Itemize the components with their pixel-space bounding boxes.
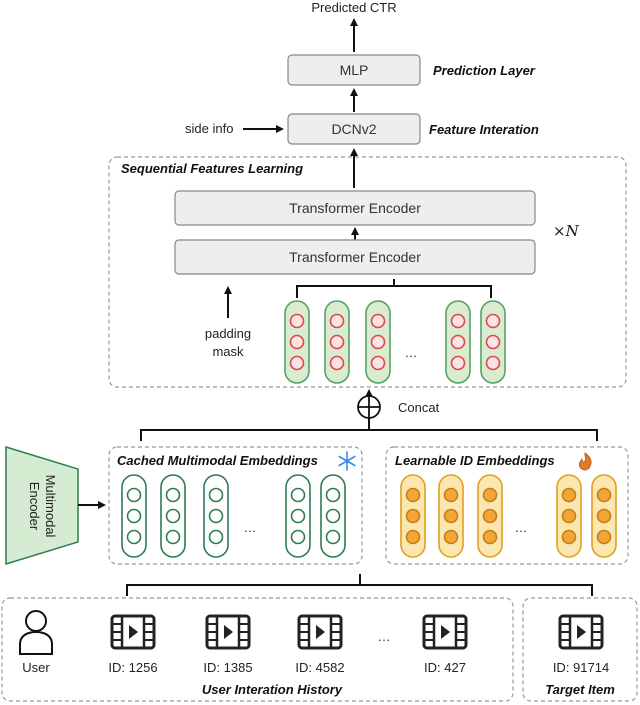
sequential-features-panel — [108, 156, 627, 388]
prediction-layer-label: Prediction Layer — [433, 63, 536, 78]
video-icon — [110, 614, 156, 650]
embedding-unit — [165, 508, 181, 524]
embedding-unit — [450, 334, 466, 350]
learnable-ellipsis: … — [515, 520, 528, 535]
padding-mask-line2: mask — [212, 344, 244, 359]
embedding-unit — [289, 355, 305, 371]
side-info-label: side info — [185, 121, 233, 136]
repeat-n-label: ×N — [553, 222, 580, 240]
embedding-unit — [405, 487, 421, 503]
cached-embeddings-title: Cached Multimodal Embeddings — [117, 453, 318, 468]
seq-ellipsis: … — [405, 345, 418, 360]
cached-ellipsis: … — [244, 520, 257, 535]
embedding-unit — [290, 508, 306, 524]
embedding-unit — [405, 508, 421, 524]
embedding-unit — [289, 313, 305, 329]
embedding-unit — [290, 529, 306, 545]
bracket-concat — [140, 418, 598, 441]
embedding-unit — [208, 529, 224, 545]
embedding-unit — [561, 487, 577, 503]
user-history-panel — [1, 597, 514, 702]
embedding-unit — [482, 487, 498, 503]
embedding-unit — [450, 313, 466, 329]
learnable-embeddings-panel — [385, 446, 629, 565]
multimodal-encoder-line2: Encoder — [27, 482, 42, 531]
user-history-title: User Interation History — [202, 682, 343, 697]
history-item-id: ID: 1256 — [108, 660, 157, 675]
embedding-unit — [370, 313, 386, 329]
embedding-unit — [596, 487, 612, 503]
padding-mask-line1: padding — [205, 326, 251, 341]
embedding-unit — [443, 508, 459, 524]
user-label: User — [22, 660, 50, 675]
dcnv2-label: DCNv2 — [331, 121, 376, 137]
learnable-embeddings-title: Learnable ID Embeddings — [395, 453, 555, 468]
fire-icon — [578, 452, 592, 471]
embedding-unit — [325, 508, 341, 524]
embedding-unit — [370, 355, 386, 371]
multimodal-encoder — [5, 445, 79, 566]
embedding-unit — [485, 334, 501, 350]
target-item-panel — [522, 597, 638, 702]
embedding-unit — [289, 334, 305, 350]
user-icon — [19, 610, 53, 655]
embedding-unit — [485, 313, 501, 329]
embedding-unit — [126, 508, 142, 524]
target-item-id: ID: 91714 — [553, 660, 609, 675]
embedding-unit — [126, 529, 142, 545]
mlp-label: MLP — [340, 62, 369, 78]
video-icon — [297, 614, 343, 650]
cached-embedding-pills — [121, 474, 346, 558]
embedding-unit — [290, 487, 306, 503]
feature-interaction-label: Feature Interation — [429, 122, 539, 137]
embedding-unit — [443, 487, 459, 503]
transformer-encoder-top — [174, 190, 536, 226]
embedding-unit — [208, 508, 224, 524]
embedding-unit — [596, 529, 612, 545]
embedding-unit — [482, 529, 498, 545]
history-item-id: ID: 4582 — [295, 660, 344, 675]
concat-icon — [357, 395, 381, 419]
embedding-unit — [561, 529, 577, 545]
bracket-history — [126, 574, 593, 596]
transformer-encoder-bottom-label: Transformer Encoder — [289, 249, 421, 265]
embedding-unit — [561, 508, 577, 524]
mlp-box — [287, 54, 421, 86]
concat-label: Concat — [398, 400, 440, 415]
video-icon — [422, 614, 468, 650]
transformer-encoder-top-label: Transformer Encoder — [289, 200, 421, 216]
bracket-seq-to-encoder — [296, 279, 492, 298]
embedding-unit — [325, 487, 341, 503]
history-item-id: ID: 427 — [424, 660, 466, 675]
sequential-features-title: Sequential Features Learning — [121, 161, 303, 176]
embedding-unit — [450, 355, 466, 371]
history-ellipsis: … — [378, 629, 391, 644]
multimodal-encoder-line1: Multimodal — [43, 475, 58, 538]
embedding-unit — [596, 508, 612, 524]
embedding-unit — [165, 487, 181, 503]
transformer-encoder-bottom — [174, 239, 536, 275]
video-icon — [205, 614, 251, 650]
embedding-unit — [325, 529, 341, 545]
embedding-unit — [443, 529, 459, 545]
embedding-unit — [370, 334, 386, 350]
embedding-unit — [485, 355, 501, 371]
embedding-unit — [482, 508, 498, 524]
video-icon — [558, 614, 604, 650]
learnable-embedding-pills — [400, 474, 617, 558]
history-item-id: ID: 1385 — [203, 660, 252, 675]
predicted-ctr-label: Predicted CTR — [311, 0, 396, 15]
snowflake-icon — [338, 451, 356, 471]
target-item-title: Target Item — [545, 682, 615, 697]
embedding-unit — [126, 487, 142, 503]
embedding-unit — [329, 334, 345, 350]
embedding-unit — [405, 529, 421, 545]
embedding-unit — [208, 487, 224, 503]
embedding-unit — [329, 355, 345, 371]
embedding-unit — [165, 529, 181, 545]
dcnv2-box — [287, 113, 421, 145]
embedding-unit — [329, 313, 345, 329]
sequential-embedding-pills — [284, 300, 506, 384]
